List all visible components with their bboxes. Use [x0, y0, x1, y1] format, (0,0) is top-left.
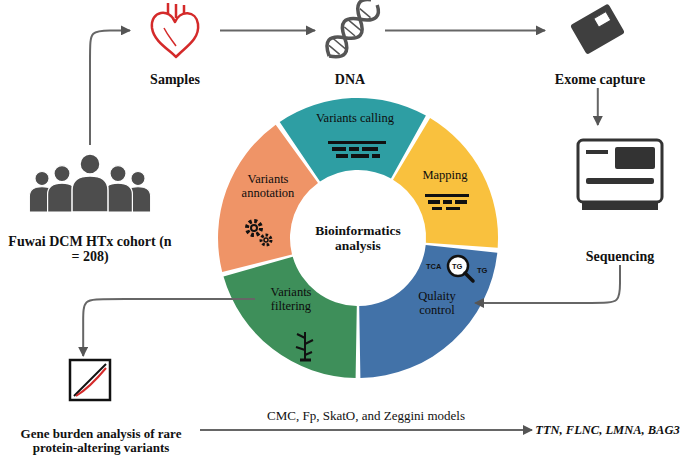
- cohort-node: Fuwai DCM HTx cohort (n = 208): [7, 145, 173, 265]
- alignment-bars: [328, 141, 386, 158]
- mapping-bars: [443, 200, 452, 204]
- filter-icon: [300, 359, 311, 362]
- gene-result: TTN, FLNC, LMNA, BAG3: [532, 420, 683, 440]
- ring-segment: Mapping: [415, 165, 475, 185]
- cohort-icon: [29, 154, 150, 212]
- mapping-bars: [455, 200, 467, 204]
- node-label: Gene burden analysis of rare protein-alt…: [2, 427, 200, 456]
- alignment-bars: [362, 147, 378, 151]
- heart-icon: [164, 28, 176, 46]
- sample-step: Samples: [130, 2, 220, 88]
- node-label: Exome capture: [555, 72, 645, 88]
- dna-icon: [321, 0, 383, 63]
- capture-chip: [570, 3, 625, 54]
- dna-icon: [321, 0, 383, 63]
- sequencer-icon: [615, 147, 655, 169]
- node-label: Variants calling: [316, 111, 394, 125]
- burden-step: Gene burden analysis of rare protein-alt…: [2, 356, 200, 456]
- mapping-bars: [425, 194, 469, 197]
- ring-segment: Variants annotation: [229, 170, 307, 202]
- dna-icon: [327, 7, 372, 55]
- gear-icon: [264, 238, 268, 242]
- node-label: Qulaity control: [399, 289, 475, 317]
- gear-icon: [261, 235, 271, 245]
- flow-arrow: [83, 299, 255, 356]
- alignment-bars: [332, 147, 346, 151]
- ring-segment: Variants filtering: [255, 282, 327, 316]
- ring-segment: Qulaity control: [399, 286, 475, 320]
- flow-arrow: [597, 88, 599, 125]
- magnifier-icon: [448, 256, 473, 281]
- filter-icon: [296, 332, 313, 360]
- gear-icon: [247, 221, 261, 235]
- flow-arrow: [385, 29, 545, 31]
- node-label: Fuwai DCM HTx cohort (n = 208): [7, 234, 173, 265]
- mapping-bars: [428, 200, 440, 204]
- heart-icon: [152, 13, 198, 57]
- node-label: Samples: [150, 72, 200, 88]
- alignment-bars: [372, 154, 380, 158]
- node-label: Sequencing: [586, 249, 654, 265]
- flow-arrow: [90, 30, 130, 145]
- ring-segment: Variants calling: [300, 104, 410, 132]
- flow-arrow: [475, 265, 620, 303]
- cohort-icon: [72, 154, 108, 212]
- sequencer-icon: [582, 202, 658, 210]
- dna-icon: [321, 0, 383, 63]
- bioinformatics-ring: [218, 98, 498, 378]
- node-label: DNA: [335, 72, 365, 88]
- plot-icon: [70, 360, 110, 400]
- sequencer-icon: [586, 178, 654, 184]
- sequence-letters: TG: [452, 262, 462, 271]
- node-label: Bioinformatics analysis: [295, 223, 421, 253]
- magnifier-icon: [465, 273, 473, 281]
- plot-icon: [74, 364, 106, 396]
- gear-icon: [251, 225, 257, 231]
- node-label: Variants annotation: [229, 172, 307, 200]
- mapping-bars: [432, 207, 442, 210]
- flow-arrow: [220, 29, 315, 31]
- alignment-bars: [351, 154, 369, 158]
- edge-label: CMC, Fp, SkatO, and Zeggini models: [264, 408, 468, 424]
- sequencing-step: Sequencing: [565, 125, 675, 265]
- heart-icon: [152, 3, 198, 57]
- sequence-letters: TG: [477, 266, 487, 275]
- filter-icon: [304, 332, 306, 360]
- capture-chip: [570, 3, 625, 54]
- node-label: TTN, FLNC, LMNA, BAG3: [535, 423, 679, 437]
- alignment-bars: [336, 154, 348, 158]
- node-label: Variants filtering: [255, 285, 327, 313]
- plot-icon: [70, 360, 110, 400]
- flow-arrow: [200, 429, 532, 431]
- sequencer-icon: [578, 140, 662, 210]
- capture-chip: [594, 12, 611, 28]
- sequence-letters: TCA: [426, 262, 441, 271]
- alignment-bars: [328, 141, 386, 144]
- mapping-bars: [446, 207, 460, 210]
- alignment-bars: [349, 147, 359, 151]
- capture-step: Exome capture: [545, 2, 655, 88]
- hub-circle: Bioinformatics analysis: [295, 208, 421, 268]
- filter-icon: [296, 334, 313, 355]
- sequencer-icon: [586, 150, 608, 154]
- node-label: Mapping: [422, 168, 467, 182]
- dna-step: DNA: [315, 2, 385, 88]
- sequencer-icon: [578, 140, 662, 202]
- bioinformatics-ring: [292, 172, 424, 304]
- mapping-bars: [425, 194, 469, 210]
- plot-icon: [76, 368, 106, 396]
- gear-icon: [247, 221, 271, 245]
